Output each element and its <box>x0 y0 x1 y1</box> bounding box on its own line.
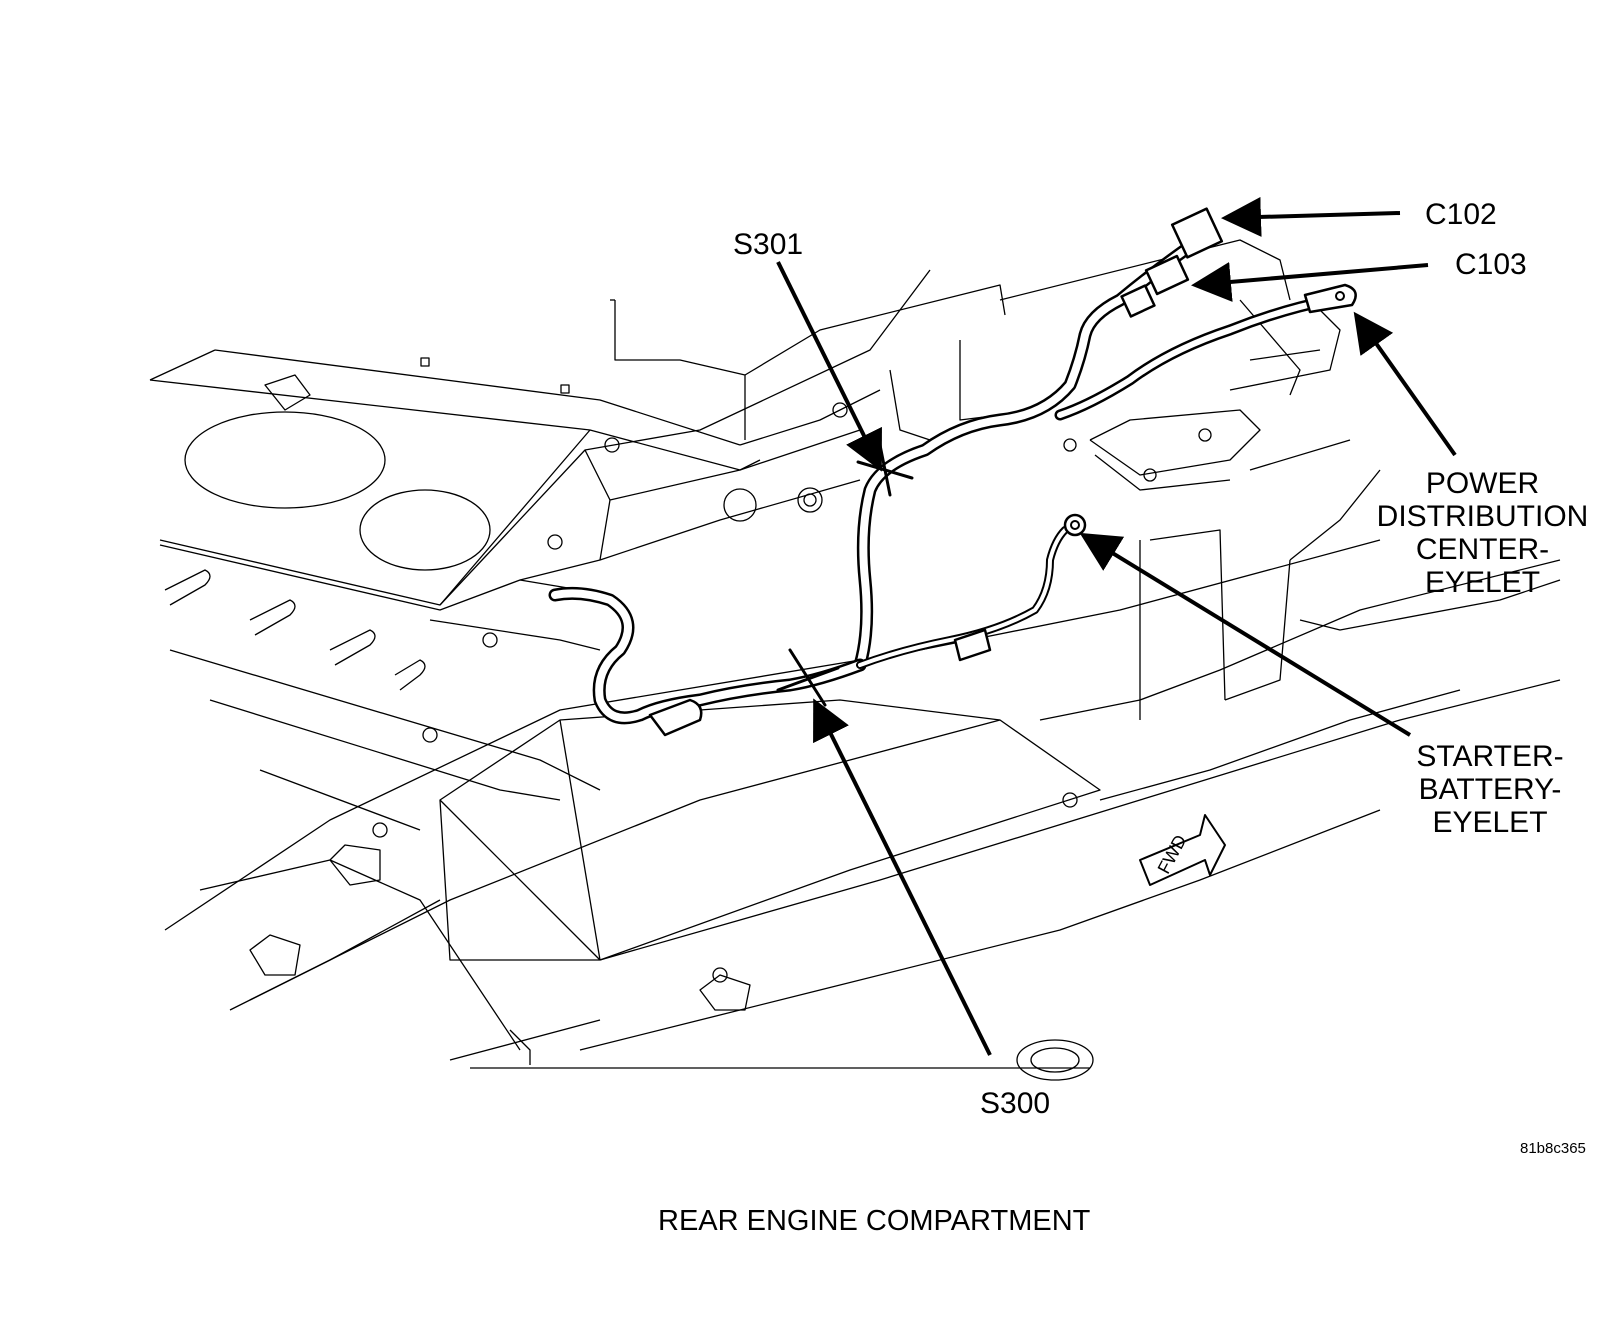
pdc-eyelet-leader <box>1353 311 1457 457</box>
starter-battery-eyelet-label: STARTER- BATTERY- EYELET <box>1400 740 1580 839</box>
wiring-harness <box>548 207 1357 737</box>
starter-battery-eyelet-line-2: BATTERY- <box>1418 773 1562 806</box>
c103-leader <box>1191 261 1429 302</box>
floor-opening-large <box>184 411 386 509</box>
callout-arrows <box>776 196 1457 1056</box>
pdc-eyelet-label: POWER DISTRIBUTION CENTER- EYELET <box>1375 467 1590 599</box>
floor-opening-small <box>359 489 491 571</box>
c103-label: C103 <box>1455 248 1527 281</box>
c102-leader <box>1221 196 1401 237</box>
starter-battery-eyelet-leader <box>1079 532 1412 737</box>
s301-label: S301 <box>733 228 804 261</box>
s300-label: S300 <box>980 1087 1051 1120</box>
s300-leader <box>813 698 992 1056</box>
pdc-eyelet-line-2: DISTRIBUTION <box>1376 500 1589 533</box>
pdc-eyelet-line-4: EYELET <box>1424 566 1541 599</box>
figure-caption: REAR ENGINE COMPARTMENT <box>658 1205 1091 1237</box>
starter-battery-eyelet-line-1: STARTER- <box>1416 740 1564 773</box>
pdc-eyelet-line-3: CENTER- <box>1415 533 1550 566</box>
c102-label: C102 <box>1425 198 1497 231</box>
starter-battery-eyelet-line-3: EYELET <box>1432 806 1548 839</box>
vehicle-body-structure <box>149 239 1561 1081</box>
pdc-eyelet-line-1: POWER <box>1425 467 1540 500</box>
fwd-arrow-icon <box>1139 814 1226 886</box>
s301-leader <box>776 261 882 472</box>
figure-id: 81b8c365 <box>1520 1140 1586 1157</box>
